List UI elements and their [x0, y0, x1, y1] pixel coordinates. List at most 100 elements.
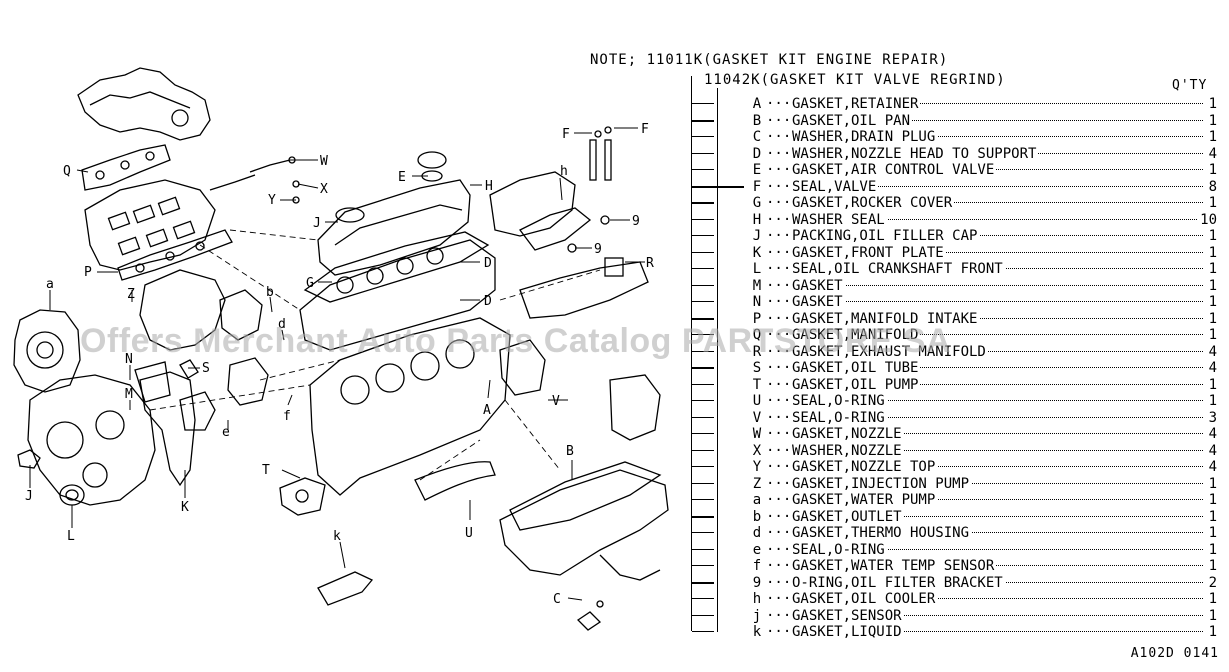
part-code-leader: ······	[766, 541, 790, 558]
rocker-cover	[317, 179, 471, 276]
part-quantity: 1	[1206, 112, 1217, 129]
part-quantity: 1	[1206, 96, 1217, 112]
part-qty-leader	[792, 185, 1203, 187]
part-description: GASKET,NOZZLE	[792, 426, 904, 442]
part-description: GASKET,WATER TEMP SENSOR	[792, 558, 997, 574]
part-code: J	[752, 228, 762, 244]
part-qty-leader	[792, 284, 1203, 286]
head-gasket-g	[303, 231, 490, 303]
diagram-label-u: U	[465, 526, 473, 541]
diagram-label-e-lower: e	[222, 425, 230, 440]
diagram-label-k-upper: K	[181, 500, 189, 515]
part-code: 9	[752, 574, 762, 591]
part-row-stub	[692, 301, 714, 302]
part-description: GASKET,NOZZLE TOP	[792, 459, 938, 475]
kit-bracket-line	[691, 76, 692, 631]
part-description: GASKET,INJECTION PUMP	[792, 475, 972, 492]
part-row-stub	[692, 367, 714, 369]
diagram-reference-code: A102D 0141	[1130, 646, 1219, 661]
diagram-label-b: b	[266, 285, 274, 300]
diagram-label-t: T	[262, 463, 270, 478]
part-quantity: 10	[1198, 211, 1217, 228]
part-qty-leader	[792, 251, 1203, 253]
part-quantity: 4	[1206, 442, 1217, 459]
diagram-label-w: W	[320, 154, 328, 169]
part-row-stub	[692, 169, 714, 170]
part-code-leader: ······	[766, 195, 790, 211]
part-description: GASKET,SENSOR	[792, 607, 904, 624]
part-quantity: 1	[1206, 277, 1217, 294]
water-pump	[13, 309, 81, 393]
part-code: a	[752, 492, 762, 508]
part-row-stub	[692, 548, 714, 550]
oil-filler-cap	[417, 151, 447, 169]
part-quantity: 3	[1206, 409, 1217, 426]
part-code: Z	[752, 475, 762, 492]
part-row-stub	[692, 251, 714, 253]
part-row-stub	[692, 614, 714, 616]
part-description: GASKET,OIL TUBE	[792, 360, 921, 376]
timing-cover	[27, 374, 156, 506]
part-code: X	[752, 442, 762, 459]
diagram-label-h-lower: h	[560, 164, 568, 179]
part-code-leader: ······	[766, 261, 790, 277]
part-quantity: 1	[1206, 228, 1217, 244]
part-code-leader: ······	[766, 211, 790, 228]
part-row-stub	[692, 482, 714, 484]
oil-tube	[414, 461, 496, 501]
part-quantity: 1	[1206, 310, 1217, 327]
part-qty-leader	[792, 614, 1203, 616]
part-code: b	[752, 508, 762, 525]
part-row-stub	[692, 152, 714, 154]
drain-plug	[576, 611, 602, 631]
part-code-leader: ······	[766, 96, 790, 112]
intake-manifold	[84, 179, 216, 271]
part-qty-leader	[792, 334, 1203, 335]
gasket-k	[139, 371, 196, 487]
part-row-stub	[692, 631, 714, 632]
part-quantity: 1	[1206, 162, 1217, 178]
part-code: M	[752, 277, 762, 294]
part-code: Y	[752, 459, 762, 475]
part-code: V	[752, 409, 762, 426]
part-description: GASKET,MANIFOLD INTAKE	[792, 310, 980, 327]
gasket-q	[81, 144, 171, 191]
part-code: K	[752, 244, 762, 261]
part-qty-leader	[792, 235, 1203, 236]
diagram-label-l: L	[67, 529, 75, 544]
diagram-label-f2: F	[641, 122, 649, 137]
